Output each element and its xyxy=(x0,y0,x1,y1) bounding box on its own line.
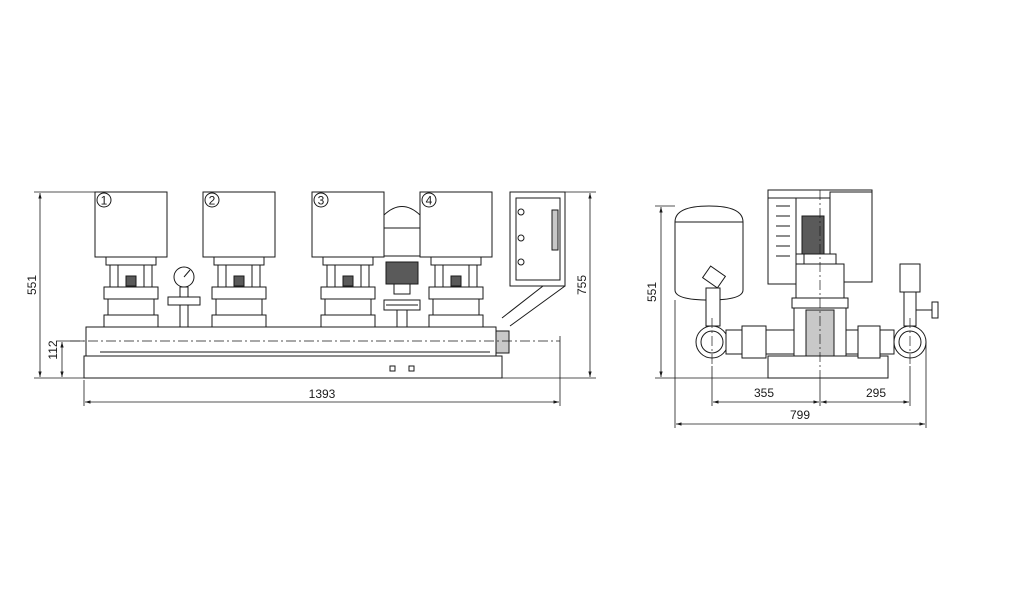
pump-label-2: 2 xyxy=(209,194,216,208)
pump-label-1: 1 xyxy=(101,194,108,208)
dimension-label-pipe-height: 112 xyxy=(46,340,60,359)
side-dimension-offsets: 355 295 xyxy=(711,366,911,406)
side-dimension-label-right-offset: 295 xyxy=(866,386,886,400)
dimension-pipe-height: 112 xyxy=(46,340,84,377)
pump-label-3: 3 xyxy=(318,194,325,208)
side-left-connection xyxy=(695,287,795,366)
dimension-label-height-left: 551 xyxy=(25,275,39,295)
manifold-pipe xyxy=(85,326,497,357)
side-dimension-total: 799 xyxy=(674,300,927,428)
pump-1 xyxy=(94,191,168,328)
side-dimension-label-total: 799 xyxy=(790,408,810,422)
side-dimension-label-left-offset: 355 xyxy=(754,386,774,400)
pressure-gauge xyxy=(167,266,201,328)
pump-3 xyxy=(311,191,385,328)
pump-number-labels: 1 2 3 4 xyxy=(96,192,437,208)
dimension-label-height-right: 755 xyxy=(575,275,589,295)
dimension-label-total-width: 1393 xyxy=(309,387,336,401)
pump-2 xyxy=(202,191,276,328)
side-dimension-height: 551 xyxy=(645,205,768,379)
side-dimension-label-height: 551 xyxy=(645,282,659,302)
pump-label-4: 4 xyxy=(426,194,433,208)
pressure-switch xyxy=(383,206,421,328)
dimension-height-right: 755 xyxy=(502,191,596,379)
pump-4 xyxy=(419,191,493,328)
dimension-total-width: 1393 xyxy=(83,336,561,406)
dimension-height-left: 551 xyxy=(25,191,95,379)
side-pump-body xyxy=(767,190,889,380)
side-view: 551 355 295 799 xyxy=(645,189,939,428)
side-right-connection xyxy=(845,263,939,366)
base-frame xyxy=(83,355,503,379)
diaphragm-tank xyxy=(674,205,744,301)
manifold-end-flange xyxy=(495,330,510,354)
control-box xyxy=(501,191,566,327)
front-view: 1 2 3 4 1393 551 112 xyxy=(25,191,596,406)
